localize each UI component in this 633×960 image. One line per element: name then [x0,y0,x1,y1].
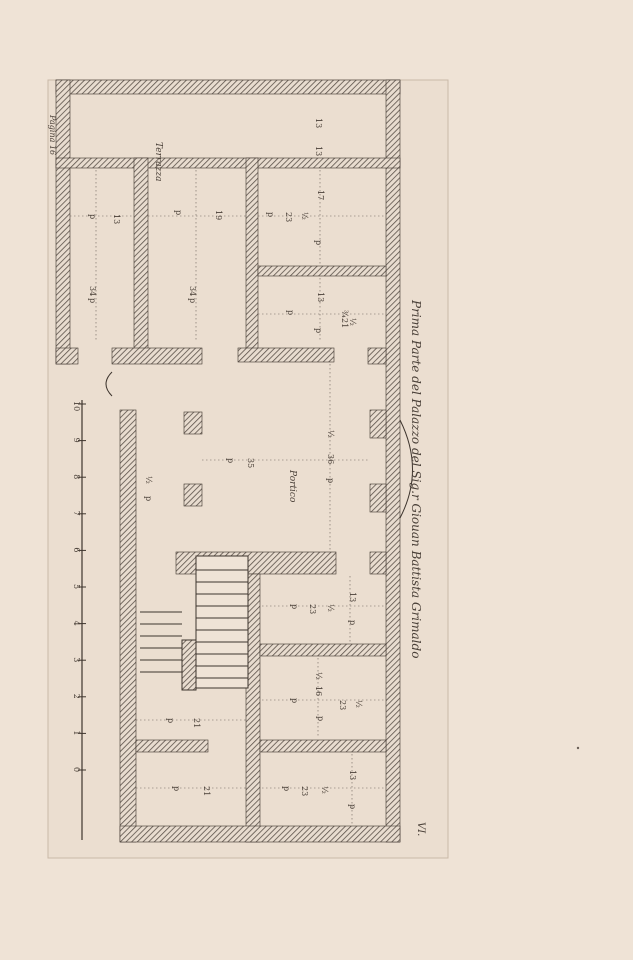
dim-figure: 23 [284,212,293,222]
wall-corner-left [55,347,79,365]
scale-label: 8 [72,474,81,479]
dim-figure: p [144,496,153,501]
dim-figure: p [326,478,335,483]
wall-terrace [55,157,401,169]
dim-figure: p [172,786,181,791]
dim-figure: 35 [246,458,255,468]
dim-figure: p [282,786,291,791]
dim-figure: p [226,458,235,463]
dim-figure: 23 [338,700,347,710]
dim-figure: p [348,620,357,625]
wall-partition-c [257,265,387,277]
scale-label: 6 [72,547,81,552]
dimension-figures: p 13 p 19 p 34 p 34 p 23 ½ 17 p 13 p 13 … [88,118,363,809]
wall-partition-a [133,157,149,351]
scale-label: 7 [72,511,81,516]
dim-figure: ½ [326,430,335,438]
room-label-terrace: Terrazza [153,142,163,181]
scale-label: 9 [72,438,81,443]
scale-label: 0 [72,767,81,772]
entrance-arc [399,419,413,519]
dim-figure: 23 [308,604,317,614]
dim-figure: p [314,240,323,245]
scale-label: 2 [72,694,81,699]
wall-top [55,79,401,95]
dim-figure: ½ [326,604,335,612]
wall-lower-left [119,409,137,843]
dim-figure: p [166,718,175,723]
dim-figure: 13 [348,770,357,780]
scale-label: 3 [72,657,81,662]
dim-figure: 23 [300,786,309,796]
wall-corner-right [367,347,387,365]
plate-caption: Prima Parte del Palazzo del Sig.r Giouan… [409,299,423,658]
dim-figure: p [290,698,299,703]
scale-label: 5 [72,584,81,589]
pier-4 [369,483,387,513]
dim-figure: p [88,298,97,303]
dim-figure: 17 [316,190,325,200]
dim-figure: 19 [214,210,223,220]
dim-figure: 13 [316,292,325,302]
dim-figure: 36 [326,454,335,464]
wall-portico-top-right [237,347,335,363]
paper-speck [576,746,580,750]
dimension-lines [70,170,386,824]
wall-bottom [119,825,401,843]
room-label-portico: Portico [287,469,297,503]
dim-figure: p [348,804,357,809]
dim-figure: 13 [112,214,121,224]
pier-1 [183,411,203,435]
dim-figure: ½ [314,672,323,680]
dim-figure: p [286,310,295,315]
dim-figure: 21 [340,318,349,328]
dim-figure: 13 [348,592,357,602]
dim-figure: ½ [354,700,363,708]
dim-figure: ½ [300,212,309,220]
dim-figure: 34 [188,286,197,296]
floor-plan-walls [55,79,401,843]
staircase [140,555,249,691]
dim-figure: p [290,604,299,609]
dim-figure: ½ [320,786,329,794]
dim-figure: ½ [144,476,153,484]
wall-lower-cross-b [135,739,209,753]
dim-figure: p [88,214,97,219]
wall-right [385,79,401,843]
wall-portico-bottom-right [369,551,387,575]
dim-figure: 13 [314,146,323,156]
wall-upper-left [55,79,71,365]
page-reference: Pagina 16 [48,114,57,155]
wall-lower-cross-c [259,739,387,753]
dim-figure: p [314,328,323,333]
dim-figure: ½ [348,318,357,326]
dim-figure: p [266,212,275,217]
dim-figure: 34 [88,286,97,296]
dim-figure: 21 [192,718,201,728]
pier-3 [369,409,387,439]
dim-figure: p [316,716,325,721]
dim-figure: ¾ [340,310,349,318]
wall-partition-b [245,157,259,353]
scale-label: 1 [72,730,81,735]
wall-portico-top-left [111,347,203,365]
dim-figure: p [188,298,197,303]
plate-number: VI. [415,822,426,836]
wall-lower-cross-a [259,643,387,657]
scale-label: 4 [72,621,81,626]
dim-figure: 21 [202,786,211,796]
scale-label: 10 [72,401,81,411]
dim-figure: p [174,210,183,215]
door-arc [105,371,113,397]
pier-2 [183,483,203,507]
dim-figure: 16 [314,686,323,696]
dim-figure: 13 [314,118,323,128]
